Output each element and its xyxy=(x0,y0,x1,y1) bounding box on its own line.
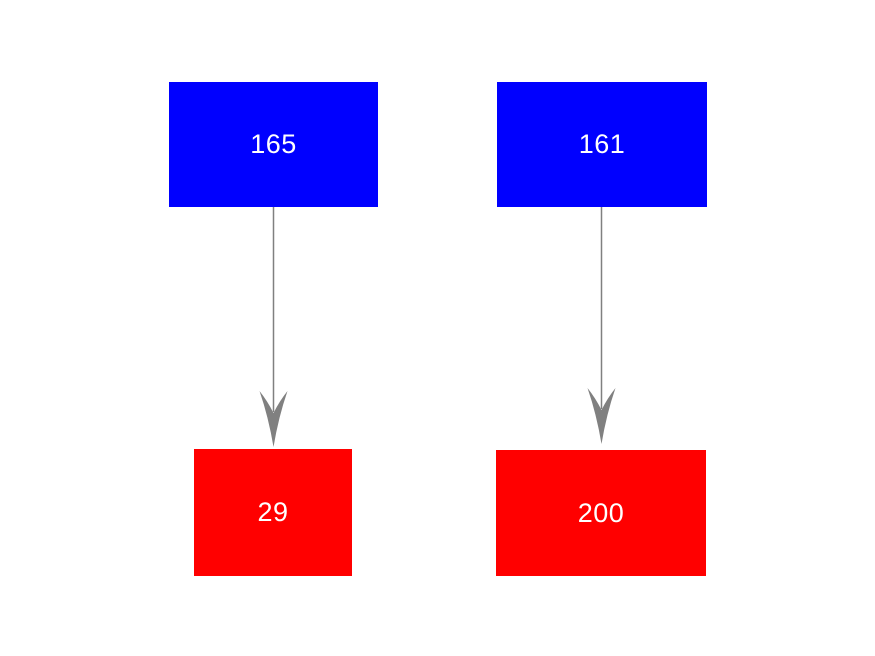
node-blue-left: 165 xyxy=(169,82,378,207)
edge-left-arrowhead xyxy=(259,391,288,447)
node-blue-left-label: 165 xyxy=(250,129,297,159)
node-blue-right: 161 xyxy=(497,82,707,207)
node-red-left-label: 29 xyxy=(257,497,289,527)
edge-left xyxy=(259,207,288,447)
node-red-right: 200 xyxy=(496,450,706,576)
edge-right-arrowhead xyxy=(587,388,616,444)
node-red-left: 29 xyxy=(194,449,352,576)
node-red-right-label: 200 xyxy=(577,497,625,528)
node-blue-right-label: 161 xyxy=(578,129,626,159)
edge-right xyxy=(587,207,616,444)
